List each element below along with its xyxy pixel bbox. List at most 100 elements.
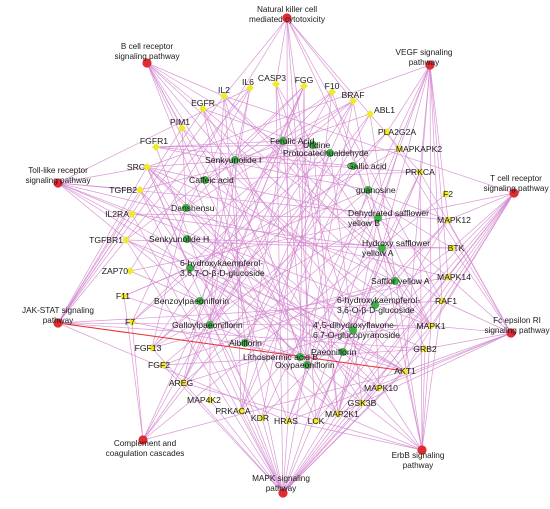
- edge-p_mapk-RAF1: [282, 300, 443, 494]
- target-node-mapkapk2: [395, 145, 403, 153]
- target-label-il6: IL6: [242, 77, 254, 87]
- pathway-label-jak-line2: pathway: [43, 316, 74, 325]
- compound-label-danshensu: Danshensu: [171, 203, 215, 213]
- edge-c_hkg1-MAPKAPK2: [189, 148, 400, 269]
- target-node-lck: [312, 417, 320, 425]
- pathway-label-tcr-line2: signaling pathway: [483, 184, 549, 193]
- target-label-il2: IL2: [218, 85, 230, 95]
- target-node-prkca: [416, 168, 424, 176]
- target-label-mapk12: MAPK12: [437, 215, 471, 225]
- target-label-gsk3b: GSK3B: [348, 398, 377, 408]
- compound-node-senkH: [183, 235, 191, 243]
- edge-p_mapk-FGFR1: [155, 146, 284, 494]
- edge-p_vegf-RAF1: [429, 64, 443, 302]
- target-label-src: SRC: [127, 162, 145, 172]
- edge-p_tlr-TGFB2: [57, 182, 141, 191]
- edge-p_jak-MAPK1: [57, 322, 432, 327]
- pathway-label-vegf-line1: VEGF signaling: [396, 48, 453, 57]
- target-label-prkaca: PRKACA: [215, 406, 251, 416]
- compound-label-gallic: Gallic acid: [347, 161, 387, 171]
- edge-p_mapk-TGFBR1: [125, 239, 284, 494]
- edge-c_danshensu-IL6: [185, 87, 251, 209]
- edge-p_erbb-AREG: [182, 382, 423, 451]
- target-node-fgf13: [148, 344, 156, 352]
- edge-c_senkI-IL6: [234, 87, 251, 161]
- edge-c_paeoni-SRC: [146, 166, 344, 353]
- edge-p_fce-PRKCA: [419, 171, 512, 334]
- edge-c_hkg2-MAPK10: [374, 304, 380, 389]
- compound-label-hkg1-part1: 6-hydroxykaempferol-: [180, 258, 263, 268]
- target-label-f7: F7: [125, 317, 135, 327]
- edge-p_comp-F7: [131, 321, 144, 441]
- target-label-areg: AREG: [169, 378, 194, 388]
- edge-p_nk-CASP3: [275, 17, 288, 85]
- edge-c_lithosp-GRB2: [299, 348, 426, 358]
- target-node-gsk3b: [358, 399, 366, 407]
- target-label-braf: BRAF: [342, 90, 365, 100]
- edge-p_fce-HRAS: [287, 332, 512, 422]
- compound-label-hsya-part1: Hydroxy safflower: [362, 238, 430, 248]
- target-node-tgfb2: [136, 186, 144, 194]
- edge-p_vegf-MAPKAPK2: [398, 64, 431, 150]
- compound-node-lithosp: [296, 353, 304, 361]
- target-label-hras: HRAS: [274, 416, 298, 426]
- pathway-node-tcr: [509, 188, 519, 198]
- target-node-fgg: [300, 82, 308, 90]
- edge-p_tlr-IL2RA: [57, 182, 133, 215]
- edge-c_gallic-PRKACA: [240, 165, 354, 412]
- edge-c_uridine-F7: [131, 144, 314, 323]
- pathway-label-fce-line1: Fc epsilon RI: [493, 316, 541, 325]
- edge-p_jak-IL2: [57, 95, 225, 324]
- edge-p_comp-AREG: [142, 382, 184, 441]
- edge-p_fce-MAPK1: [430, 325, 512, 334]
- compound-label-dhf-part1: 4',5-dihydroxyflavone-: [313, 320, 397, 330]
- pathway-label-tlr-line1: Toll-like receptor: [28, 166, 88, 175]
- target-label-mapkapk2: MAPKAPK2: [396, 144, 443, 154]
- edge-p_mapk-HRAS: [282, 420, 289, 494]
- target-label-zap70: ZAP70: [102, 266, 128, 276]
- target-label-f10: F10: [325, 81, 340, 91]
- edge-p_tcr-IL2: [223, 95, 515, 194]
- edge-c_dhf-SRC: [146, 166, 354, 331]
- edge-c_oxypaeoni-CASP3: [275, 83, 308, 366]
- edge-c_gallic-FGFR1: [155, 146, 354, 167]
- pathway-label-bcr-line2: signaling pathway: [114, 52, 180, 61]
- target-label-mapk14: MAPK14: [437, 272, 471, 282]
- edge-c_benzoyl-FGF13: [151, 300, 201, 349]
- edge-c_senkH-SRC: [146, 166, 188, 240]
- target-label-f2: F2: [443, 189, 453, 199]
- target-label-grb2: GRB2: [413, 344, 437, 354]
- edge-c_senkI-F10: [234, 91, 333, 161]
- compound-node-guanosine: [364, 186, 372, 194]
- edge-c_sya-SRC: [146, 166, 396, 282]
- target-label-kdr: KDR: [251, 413, 269, 423]
- edge-c_hkg1-F11: [123, 267, 191, 297]
- edge-p_erbb-GSK3B: [361, 402, 423, 451]
- pathway-node-erbb: [417, 445, 427, 455]
- compound-node-albiflorin: [241, 339, 249, 347]
- edge-c_hsya-PRKCA: [381, 171, 421, 249]
- compound-label-hkg2: 6-hydroxykaempferol-3,6-O-β-D-glucoside: [337, 295, 420, 315]
- edge-c_hkg2-PIM1: [181, 127, 376, 306]
- edge-p_tlr-MAPK12: [57, 182, 449, 221]
- edge-p_nk-IL2: [223, 17, 288, 97]
- compound-node-galloyl: [206, 321, 214, 329]
- edge-c_caffeic-BRAF: [204, 100, 354, 181]
- pathway-node-tlr: [53, 178, 63, 188]
- edge-c_senkI-PRKACA: [234, 159, 242, 412]
- edge-p_mapk-EGFR: [202, 108, 284, 494]
- pathway-node-jak: [53, 318, 63, 328]
- compound-node-hkg2: [371, 301, 379, 309]
- edge-c_danshensu-FGG: [185, 85, 305, 209]
- edge-c_danshensu-FGF13: [151, 207, 187, 349]
- compound-node-hsya: [378, 244, 386, 252]
- target-label-prkca: PRKCA: [405, 167, 435, 177]
- edge-c_galloyl-AREG: [182, 324, 211, 384]
- edge-c_danshensu-PIM1: [181, 127, 187, 209]
- target-node-grb2: [421, 345, 429, 353]
- edge-p_erbb-SRC: [146, 166, 423, 451]
- edge-c_sya-MAPK12: [394, 219, 449, 282]
- target-node-kdr: [258, 414, 266, 422]
